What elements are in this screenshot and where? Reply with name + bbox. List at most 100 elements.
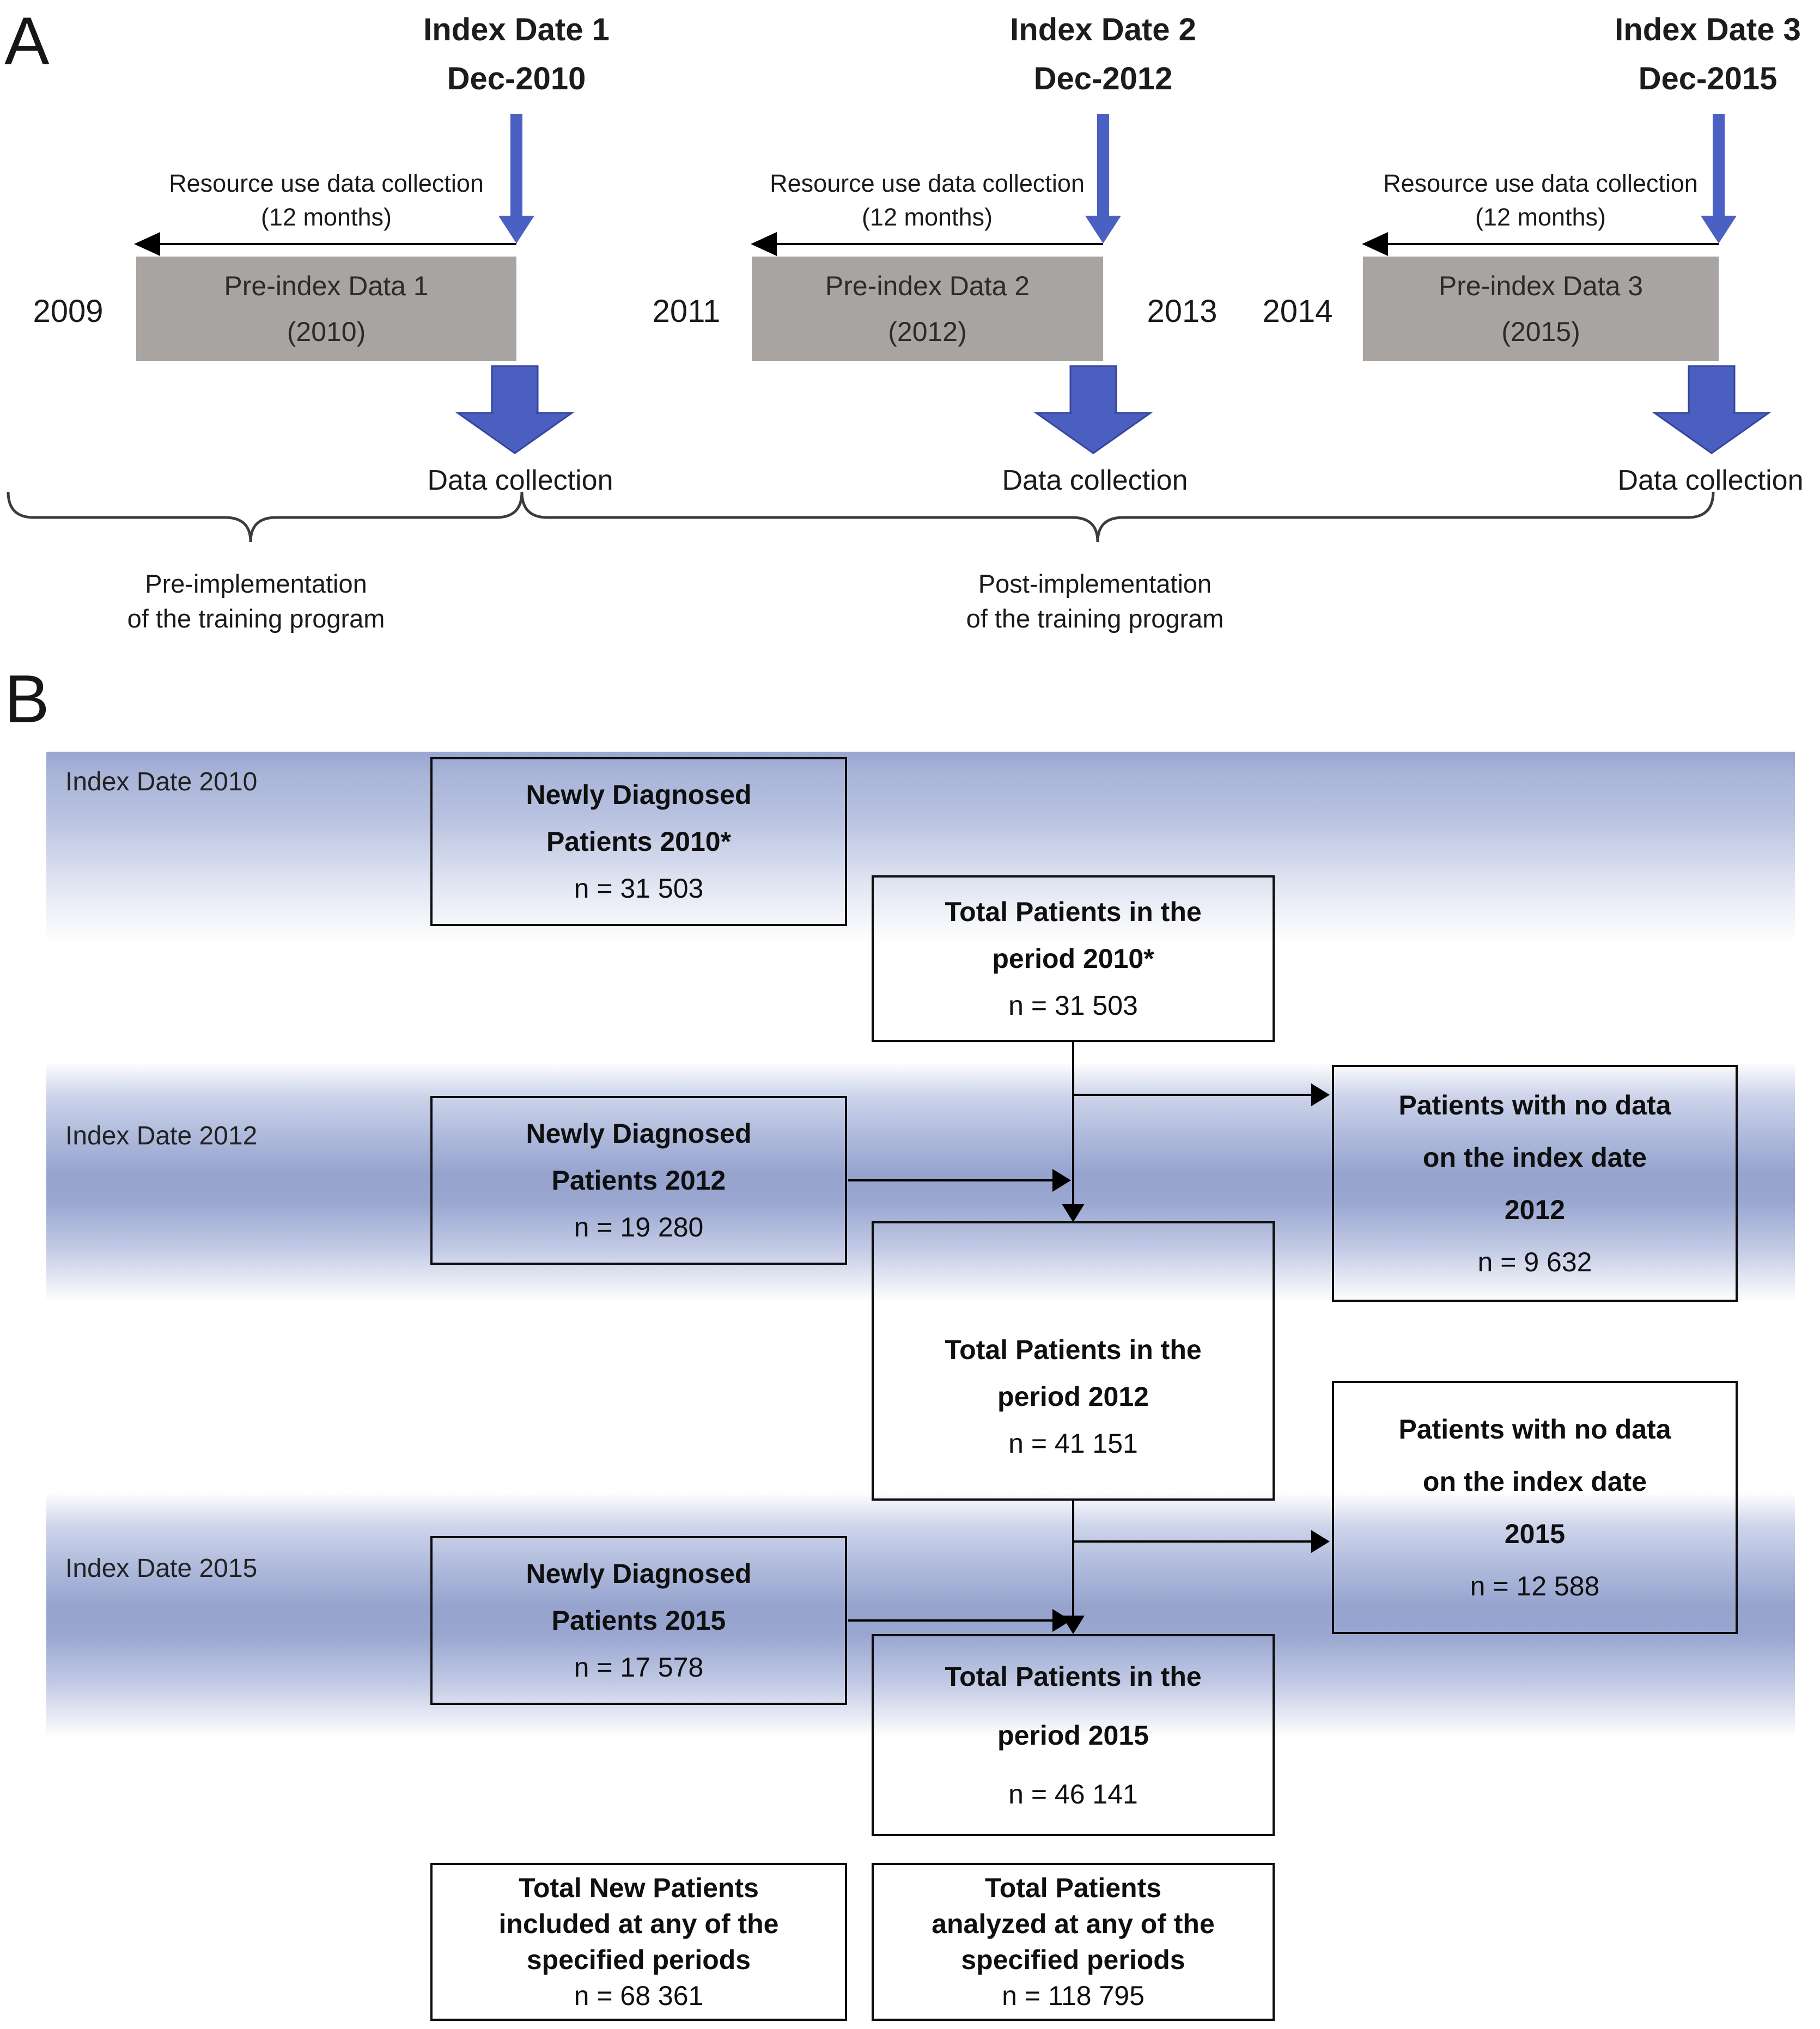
total-2010-line1: Total Patients in the — [945, 897, 1202, 927]
pre-implementation-label: Pre-implementation of the training progr… — [82, 566, 430, 636]
flow-box-total-2015: Total Patients in the period 2015 n = 46… — [872, 1634, 1275, 1836]
post-implementation-line1: Post-implementation — [978, 569, 1212, 598]
data-collection-label-2: Data collection — [1002, 465, 1188, 496]
pre-index-box-2-line2: (2012) — [888, 316, 967, 347]
resource-label-1-line1: Resource use data collection — [169, 169, 484, 197]
band-label-2012: Index Date 2012 — [65, 1122, 258, 1150]
data-collection-arrow-icon-3 — [1652, 365, 1772, 454]
pre-index-box-3-line2: (2015) — [1501, 316, 1580, 347]
excl-2015-line1: Patients with no data — [1398, 1413, 1671, 1445]
pre-implementation-line1: Pre-implementation — [145, 569, 367, 598]
index-date-title-1: Index Date 1 Dec-2010 — [353, 12, 680, 97]
arrowhead-into-excl2012 — [1311, 1083, 1330, 1106]
pre-index-box-3-line1: Pre-index Data 3 — [1438, 271, 1644, 301]
index-date-3-line1: Index Date 3 — [1615, 12, 1801, 47]
year-label-2009: 2009 — [33, 294, 104, 329]
pre-index-box-1-line2: (2010) — [287, 316, 366, 347]
arrowhead-into-total2012 — [1062, 1204, 1085, 1222]
year-label-2014: 2014 — [1262, 294, 1333, 329]
total-2012-line1: Total Patients in the — [945, 1334, 1202, 1365]
excl-2015-line3: 2015 — [1504, 1518, 1566, 1549]
pre-implementation-brace — [7, 491, 524, 543]
index-date-arrow-icon-1 — [498, 114, 534, 243]
newly-2010-line1: Newly Diagnosed — [526, 779, 752, 810]
arrowhead-newly2012-join — [1052, 1169, 1071, 1192]
pre-index-box-2: Pre-index Data 2 (2012) — [752, 257, 1103, 361]
flow-box-excluded-2012: Patients with no data on the index date … — [1332, 1065, 1738, 1302]
resource-label-2-line2: (12 months) — [861, 203, 993, 231]
excl-2015-line2: on the index date — [1422, 1466, 1647, 1497]
total-2015-line2: period 2015 — [997, 1720, 1149, 1751]
newly-2010-n: n = 31 503 — [574, 873, 704, 904]
newly-2015-n: n = 17 578 — [574, 1652, 704, 1683]
excl-2012-line1: Patients with no data — [1398, 1089, 1671, 1120]
pre-implementation-line2: of the training program — [127, 604, 385, 633]
index-date-1-line1: Index Date 1 — [423, 12, 610, 47]
index-date-1-line2: Dec-2010 — [447, 61, 586, 96]
resource-label-1-line2: (12 months) — [260, 203, 392, 231]
flow-box-newly-diagnosed-2015: Newly Diagnosed Patients 2015 n = 17 578 — [430, 1536, 847, 1705]
resource-label-3-line2: (12 months) — [1475, 203, 1606, 231]
flow-box-total-new-patients: Total New Patients included at any of th… — [430, 1863, 847, 2021]
pre-index-box-3: Pre-index Data 3 (2015) — [1363, 257, 1719, 361]
pre-index-box-1: Pre-index Data 1 (2010) — [136, 257, 516, 361]
resource-label-2-line1: Resource use data collection — [770, 169, 1085, 197]
index-date-title-3: Index Date 3 Dec-2015 — [1593, 12, 1820, 97]
newly-2012-line2: Patients 2012 — [551, 1165, 726, 1196]
year-label-2013: 2013 — [1147, 294, 1218, 329]
index-date-2-line1: Index Date 2 — [1010, 12, 1196, 47]
index-date-2-line2: Dec-2012 — [1033, 61, 1173, 96]
post-implementation-label: Post-implementation of the training prog… — [921, 566, 1269, 636]
band-index-2012 — [46, 1062, 1795, 1302]
band-index-2015 — [46, 1492, 1795, 1738]
excl-2012-line3: 2012 — [1504, 1194, 1566, 1225]
excl-2015-n: n = 12 588 — [1470, 1570, 1600, 1601]
resource-label-2: Resource use data collection (12 months) — [736, 167, 1118, 234]
resource-label-1: Resource use data collection (12 months) — [136, 167, 517, 234]
excl-2012-line2: on the index date — [1422, 1142, 1647, 1173]
total-2012-line2: period 2012 — [997, 1381, 1149, 1412]
index-date-3-line2: Dec-2015 — [1638, 61, 1778, 96]
total-analyzed-line2: analyzed at any of the — [932, 1909, 1215, 1939]
arrowhead-into-excl2015 — [1311, 1530, 1330, 1553]
flow-box-newly-diagnosed-2012: Newly Diagnosed Patients 2012 n = 19 280 — [430, 1096, 847, 1265]
data-collection-arrow-icon-2 — [1033, 365, 1153, 454]
total-analyzed-line3: specified periods — [961, 1945, 1185, 1975]
post-implementation-brace — [520, 491, 1715, 543]
flow-box-excluded-2015: Patients with no data on the index date … — [1332, 1381, 1738, 1634]
total-new-line3: specified periods — [526, 1945, 751, 1975]
band-index-2010 — [46, 752, 1795, 942]
total-2012-n: n = 41 151 — [1008, 1428, 1138, 1459]
timeline-arrow-1 — [134, 232, 516, 256]
arrowhead-newly2015-join — [1052, 1609, 1071, 1632]
index-date-title-2: Index Date 2 Dec-2012 — [940, 12, 1267, 97]
year-label-2011: 2011 — [652, 294, 721, 329]
panel-a-label: A — [4, 4, 50, 79]
total-analyzed-line1: Total Patients — [984, 1873, 1162, 1903]
resource-label-3-line1: Resource use data collection — [1383, 169, 1698, 197]
index-date-arrow-icon-3 — [1701, 114, 1737, 243]
timeline-arrow-3 — [1362, 232, 1719, 256]
total-2010-line2: period 2010* — [992, 943, 1154, 974]
newly-2012-line1: Newly Diagnosed — [526, 1118, 752, 1149]
flow-box-total-2010: Total Patients in the period 2010* n = 3… — [872, 875, 1275, 1042]
total-2015-line1: Total Patients in the — [945, 1661, 1202, 1692]
newly-2012-n: n = 19 280 — [574, 1212, 704, 1242]
total-2010-n: n = 31 503 — [1008, 990, 1138, 1021]
timeline-arrow-2 — [751, 232, 1103, 256]
total-new-n: n = 68 361 — [574, 1981, 704, 2011]
total-new-line2: included at any of the — [498, 1909, 779, 1939]
pre-index-box-2-line1: Pre-index Data 2 — [825, 271, 1030, 301]
data-collection-label-1: Data collection — [427, 465, 613, 496]
pre-index-box-1-line1: Pre-index Data 1 — [224, 271, 429, 301]
newly-2015-line2: Patients 2015 — [551, 1605, 726, 1636]
total-analyzed-n: n = 118 795 — [1002, 1981, 1145, 2011]
resource-label-3: Resource use data collection (12 months) — [1350, 167, 1731, 234]
band-label-2010: Index Date 2010 — [65, 767, 258, 796]
flow-box-total-2012: Total Patients in the period 2012 n = 41… — [872, 1221, 1275, 1501]
band-label-2015: Index Date 2015 — [65, 1554, 258, 1583]
data-collection-arrow-icon-1 — [455, 365, 575, 454]
flow-box-total-analyzed: Total Patients analyzed at any of the sp… — [872, 1863, 1275, 2021]
